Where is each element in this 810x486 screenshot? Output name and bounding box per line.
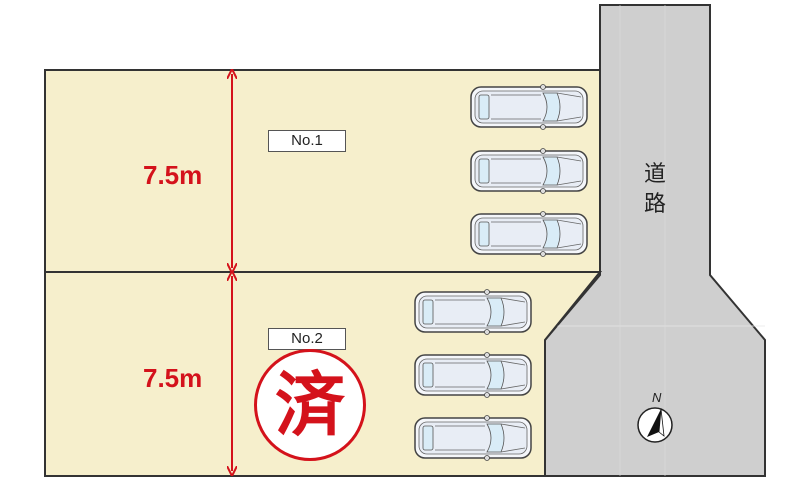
road-label: 道 路 [643,162,666,217]
lot-2-label: No.2 [268,328,346,350]
lot-1-label: No.1 [268,130,346,152]
compass-icon [637,407,673,443]
compass-north-label: N [652,390,662,405]
lot-1-dimension: 7.5m [143,160,203,190]
sold-mark: 済 [275,364,345,446]
sold-stamp: 済 [254,349,366,461]
lot-2-dimension: 7.5m [143,363,203,393]
